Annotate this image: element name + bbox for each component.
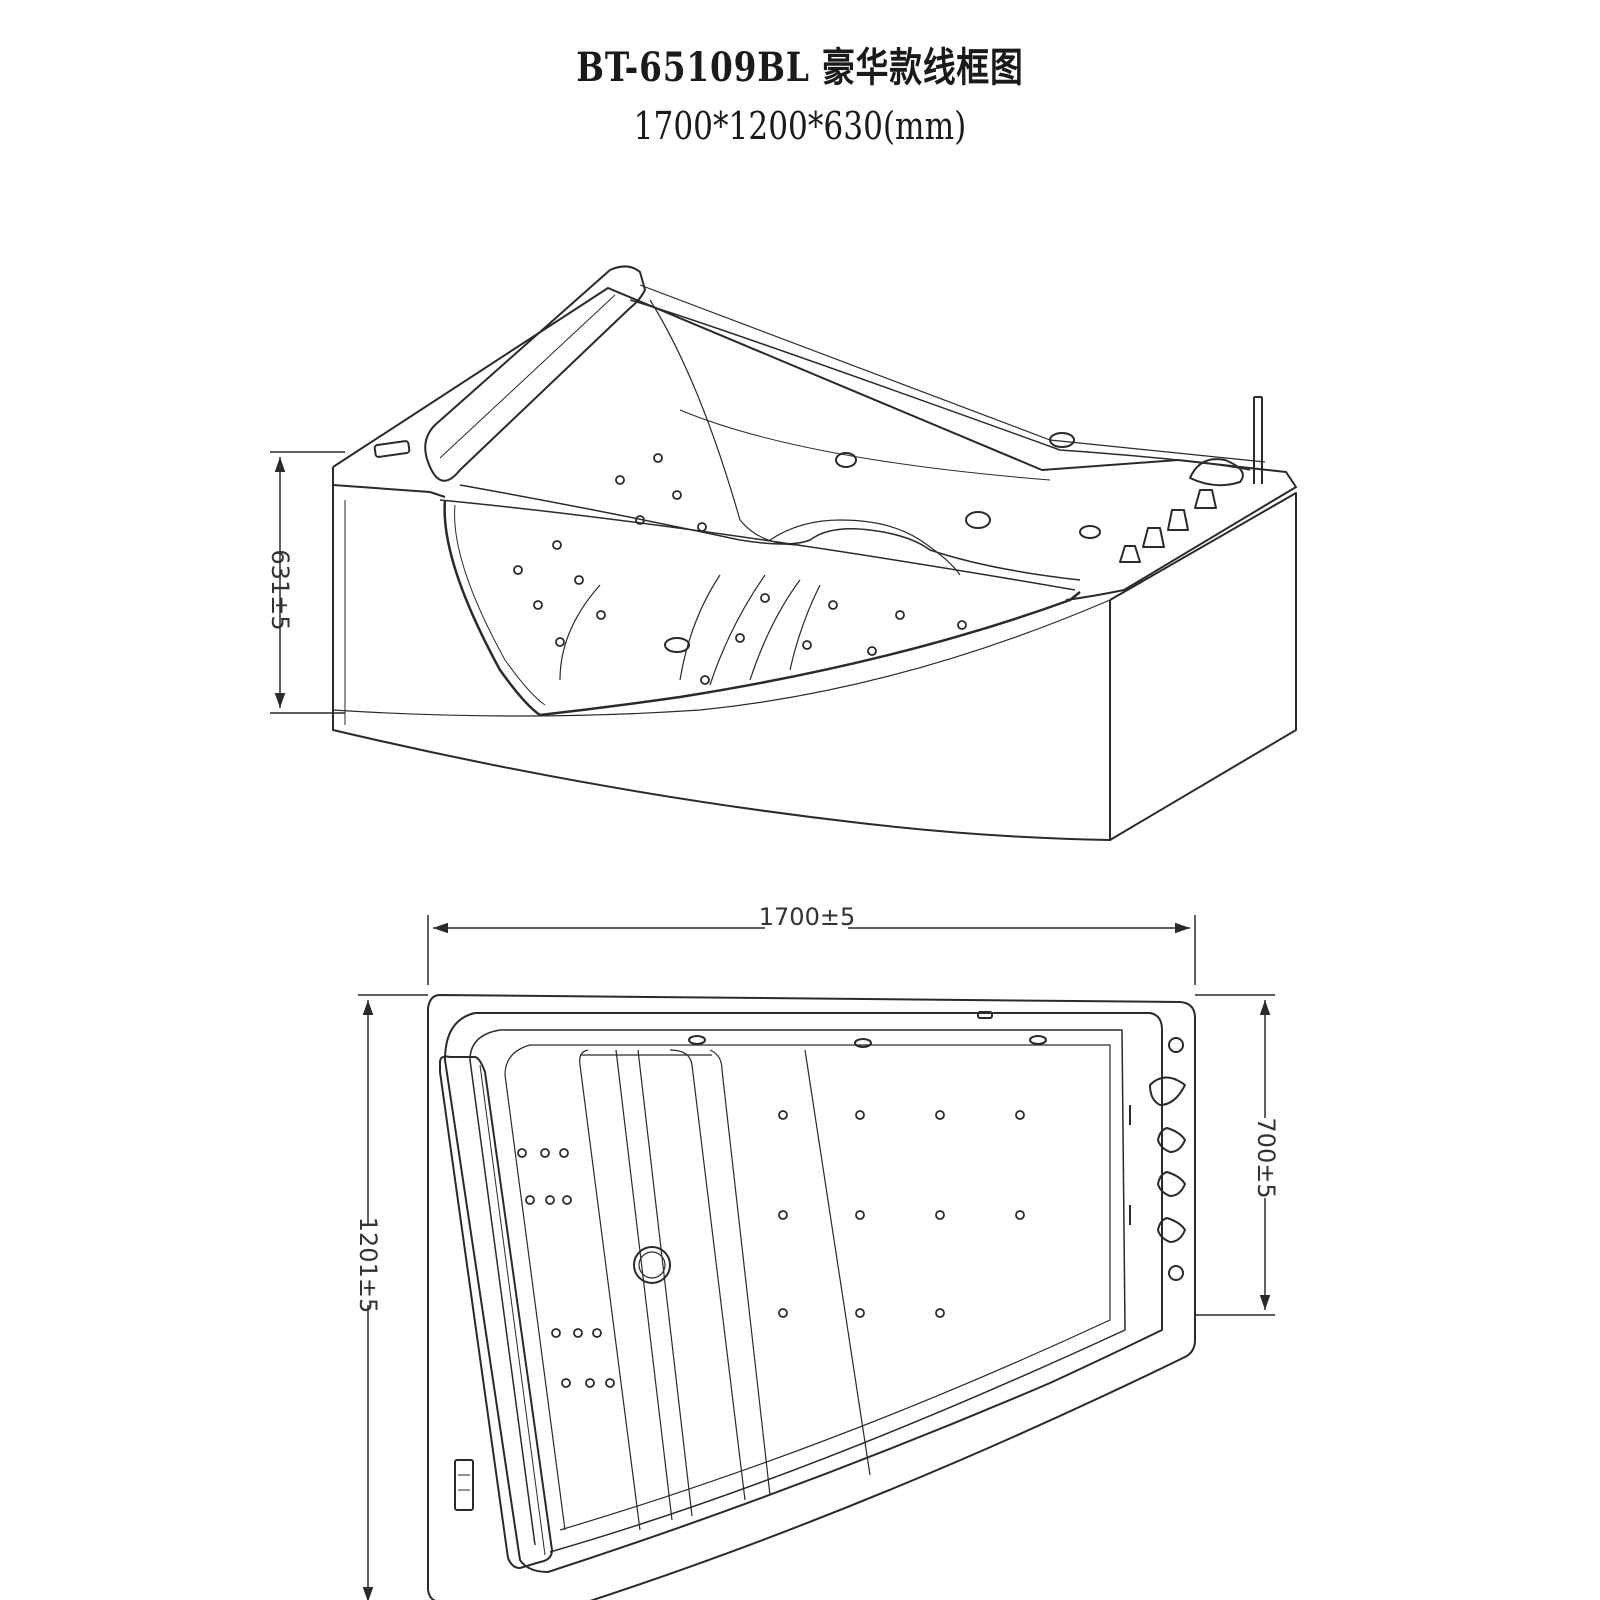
top-view-inner-basin: [500, 1029, 1126, 1553]
control-knob-4: [1119, 545, 1141, 563]
top-view-drain-inner: [638, 1251, 666, 1279]
inner-seat-curve-2: [649, 299, 801, 546]
floor-rib-2: [615, 1049, 673, 1521]
floor-rib-5: [709, 1049, 771, 1496]
perspective-jets: [513, 453, 967, 685]
glass-window-inner: [454, 504, 546, 706]
control-knob-3: [1142, 527, 1165, 548]
tub-front-top-edge: [332, 467, 446, 498]
top-view-wall-jet-1: [688, 1035, 706, 1045]
drain: [664, 637, 690, 653]
top-view: [427, 994, 1196, 1600]
rim-jet-2: [1049, 432, 1075, 448]
glass-window-frame: [443, 499, 1081, 717]
rim-control-panel: [373, 440, 411, 458]
height-dimension-label: 631±5: [266, 549, 294, 630]
depth-dimension: [1195, 994, 1275, 1316]
floor-rib-1: [579, 1049, 641, 1531]
tub-right-panel: [1109, 492, 1297, 841]
top-view-faucet: [1149, 1076, 1186, 1106]
width-dimension: [358, 994, 428, 1600]
top-view-headrest-inner: [479, 1064, 546, 1556]
tub-bottom-curve: [332, 599, 1111, 717]
top-view-button: [1168, 1265, 1184, 1281]
floor-rib-4: [669, 1049, 746, 1501]
glass-curve-4: [749, 579, 801, 681]
top-view-knob-1: [1157, 1127, 1186, 1153]
top-view-overflow: [1168, 1037, 1184, 1053]
top-view-rim-jet-top: [977, 1011, 993, 1019]
top-view-rim-outline: [444, 1012, 1163, 1573]
perspective-view: [332, 265, 1297, 841]
top-view-seat-curve: [504, 1044, 566, 1531]
tub-top-rim-outline: [332, 287, 1297, 601]
top-view-wall-jet-3: [1029, 1035, 1047, 1045]
depth-dimension-label: 700±5: [1252, 1117, 1280, 1198]
inner-basin-rim: [639, 284, 1266, 463]
length-dimension-label: 1700±5: [759, 903, 855, 931]
page-title: BT-65109BL 豪华款线框图: [576, 44, 1024, 91]
rim-jet-1: [835, 452, 857, 468]
glass-curve-1: [559, 584, 601, 681]
top-view-control-panel: [454, 1459, 474, 1511]
top-view-drain: [633, 1246, 671, 1284]
top-view-inner-floor: [530, 1044, 1111, 1531]
floor-rib-3: [637, 1049, 693, 1517]
rim-jet-3: [965, 511, 991, 529]
inner-footwell: [769, 519, 961, 576]
control-knob-1: [1194, 489, 1217, 509]
inner-basin-back: [629, 299, 1251, 471]
faucet-spout: [1253, 396, 1263, 484]
height-dimension: [270, 451, 345, 714]
overall-dimensions: 1700*1200*630(mm): [633, 104, 967, 148]
glass-curve-3: [709, 574, 766, 686]
width-dimension-label: 1201±5: [354, 1217, 382, 1313]
rim-jet-4: [1079, 525, 1101, 539]
top-view-inner-wall: [469, 1029, 536, 1546]
top-view-headrest: [439, 1055, 553, 1569]
top-view-wall-jet-2: [854, 1038, 872, 1048]
glass-curve-2: [679, 574, 721, 681]
headrest-pillow: [424, 265, 646, 482]
glass-curve-5: [789, 584, 821, 671]
glass-window-top: [439, 499, 1076, 591]
inner-wall-line: [679, 409, 1051, 481]
top-view-knob-3: [1157, 1217, 1186, 1243]
length-dimension: [427, 915, 1196, 985]
top-view-outer-outline: [427, 994, 1196, 1600]
inner-seat-curve: [459, 484, 1081, 581]
top-view-jets: [517, 1110, 1025, 1388]
tub-left-panel: [332, 485, 1111, 841]
headrest-inner: [439, 294, 616, 459]
top-view-knob-2: [1157, 1171, 1186, 1197]
control-knob-2: [1167, 509, 1189, 531]
faucet-base: [1189, 458, 1244, 487]
floor-rib-6: [804, 1049, 871, 1476]
title-block: BT-65109BL 豪华款线框图 1700*1200*630(mm): [0, 40, 1600, 154]
